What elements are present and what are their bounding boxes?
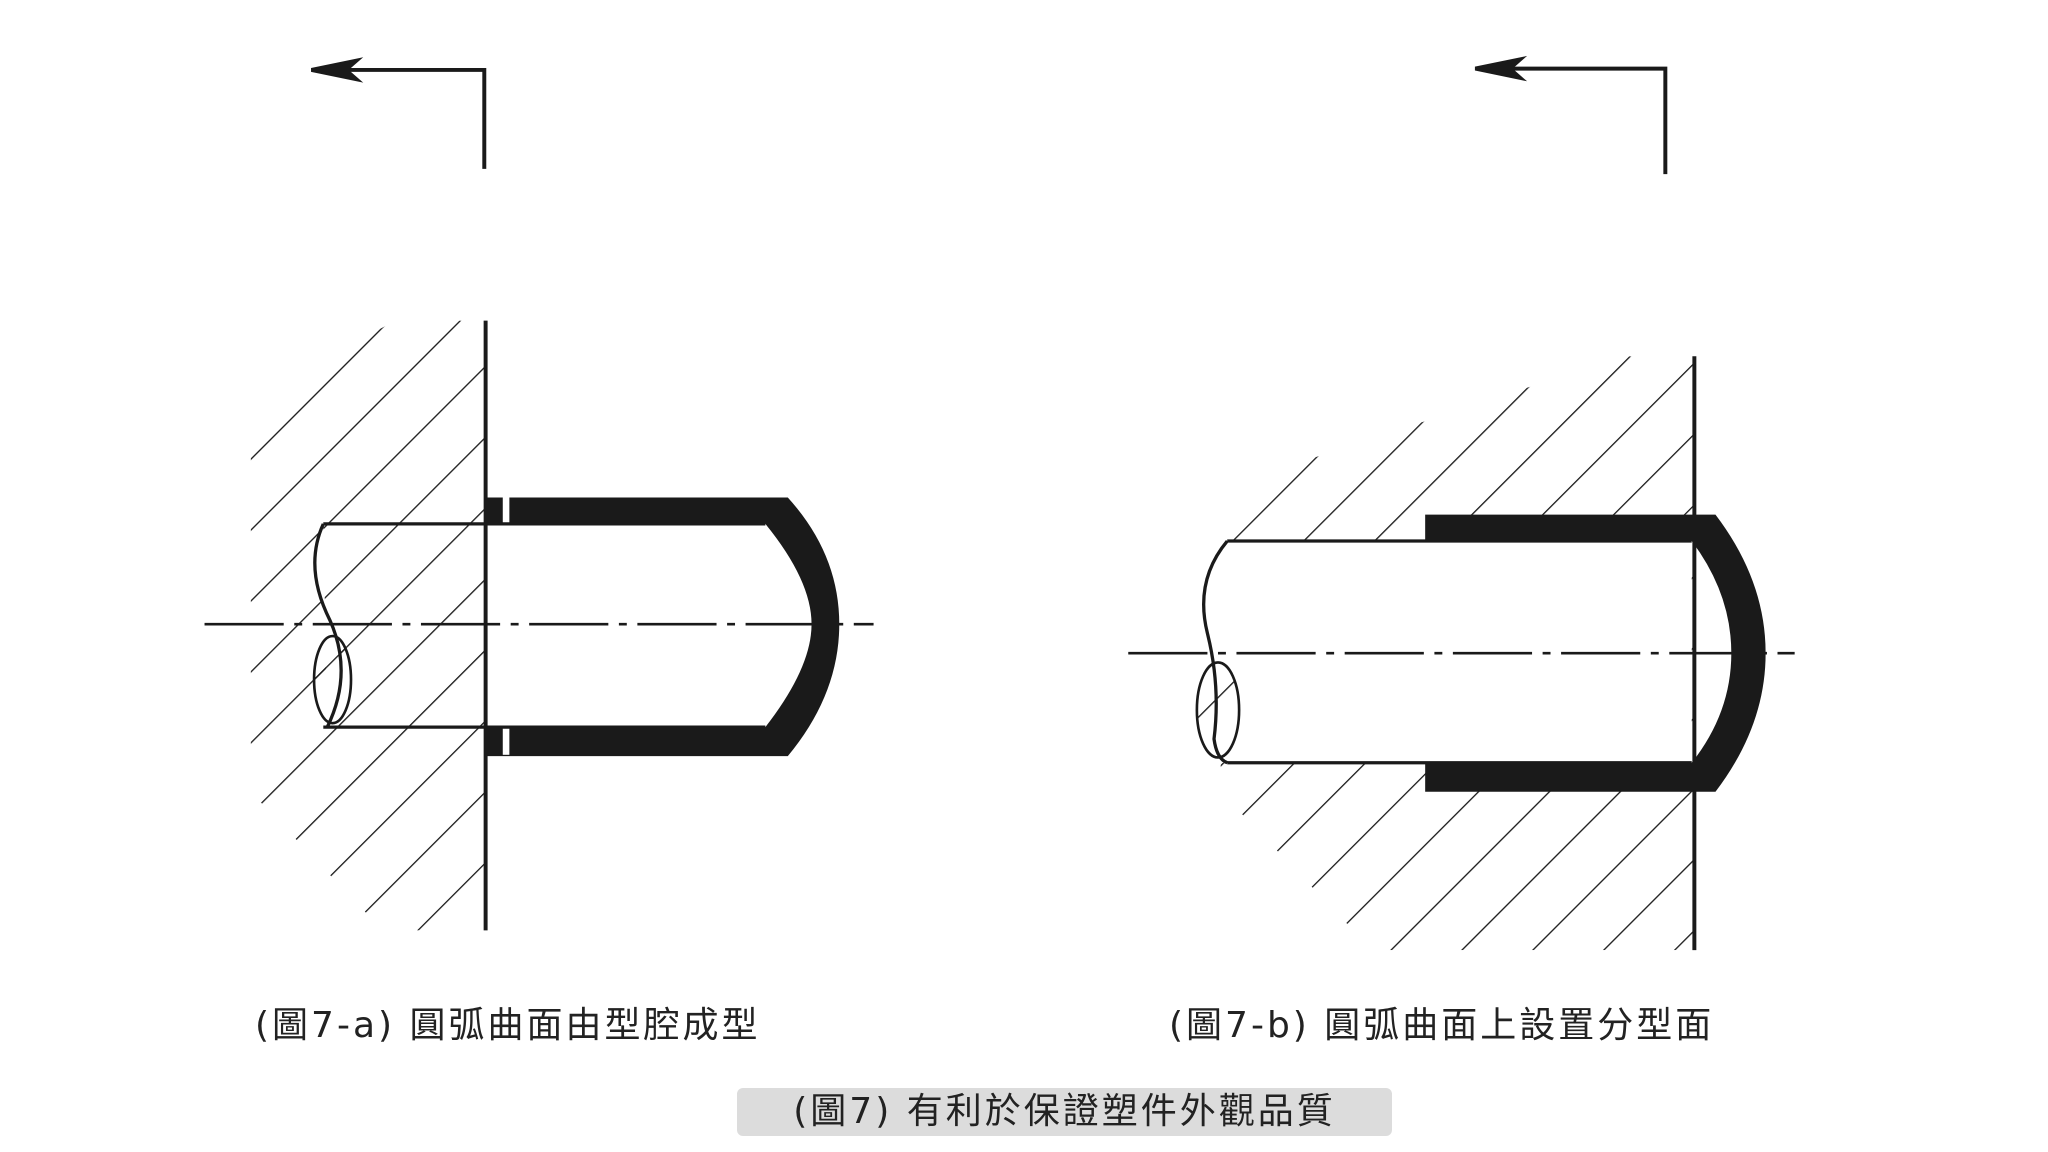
main-caption: (圖7) 有利於保證塑件外觀品質 — [737, 1088, 1392, 1136]
section-arrow-a — [311, 57, 487, 169]
mold-hatching-a — [250, 320, 486, 931]
figure-a-caption: (圖7-a) 圓弧曲面由型腔成型 — [255, 1005, 761, 1046]
figure-b-caption: (圖7-b) 圓弧曲面上設置分型面 — [1169, 1005, 1715, 1046]
pin-section-b — [1195, 661, 1241, 759]
figure-a-drawing — [204, 57, 874, 931]
figure-b-drawing — [1128, 55, 1795, 951]
plastic-part-shell-a — [485, 497, 840, 757]
section-arrow-b — [1474, 55, 1668, 175]
pin-section-a — [312, 634, 353, 725]
